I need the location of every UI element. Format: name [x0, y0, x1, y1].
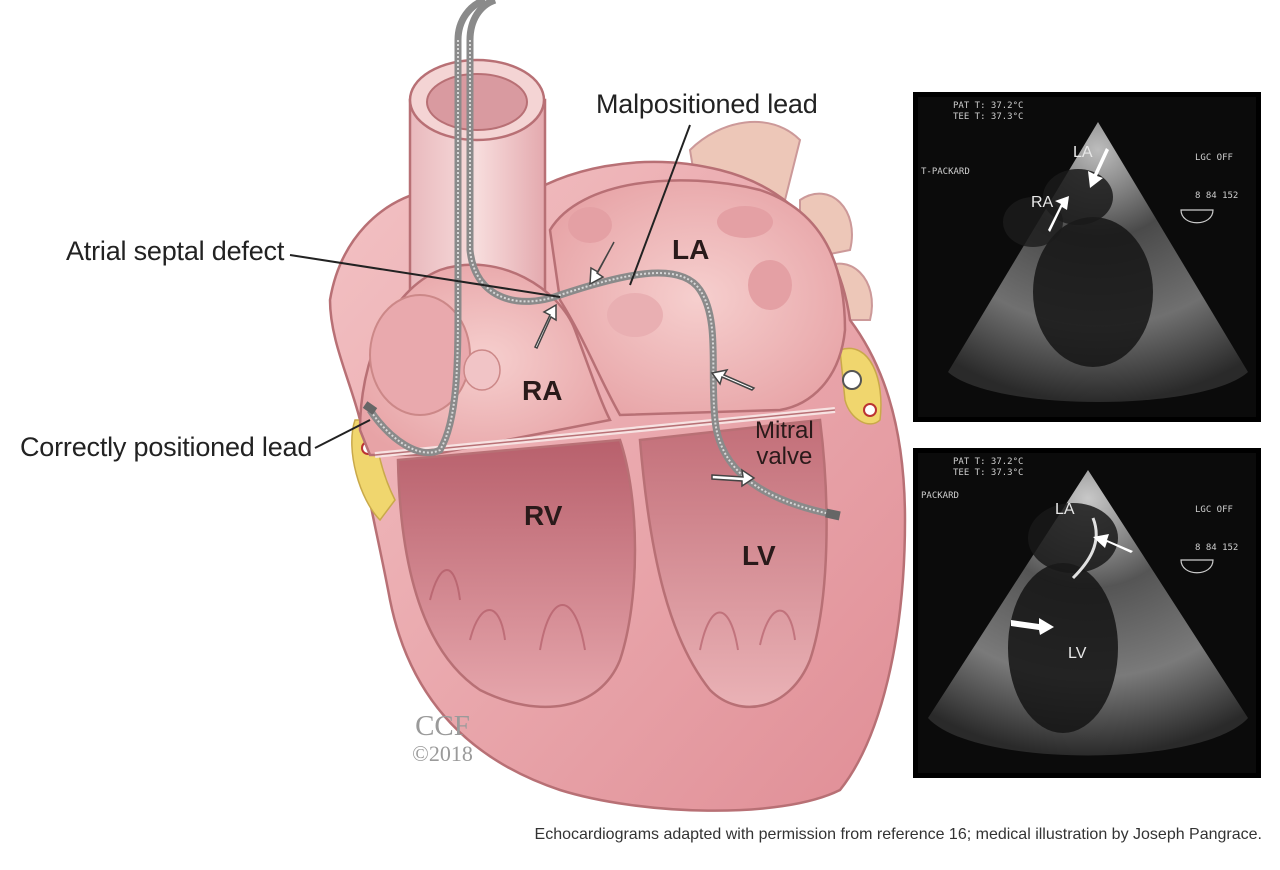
- leader-lines: [289, 124, 691, 449]
- echo-top-header2: TEE T: 37.3°C: [953, 112, 1023, 122]
- chamber-label-ra: RA: [522, 375, 563, 406]
- label-atrial-septal-defect: Atrial septal defect: [66, 236, 285, 266]
- echo-bottom-lgc: LGC OFF: [1195, 505, 1233, 515]
- left-atrium: [548, 179, 847, 417]
- ccf-year: ©2018: [412, 741, 473, 766]
- echo-bottom-la: LA: [1055, 501, 1075, 518]
- ccf-credit: CCF ©2018: [405, 710, 480, 766]
- mitral-line-1: Mitral: [755, 417, 814, 444]
- label-correctly-positioned-lead: Correctly positioned lead: [20, 432, 313, 462]
- echo-bottom-header2: TEE T: 37.3°C: [953, 468, 1023, 478]
- ccf-mark: CCF: [415, 710, 470, 742]
- chamber-label-la: LA: [672, 234, 710, 265]
- superior-vena-cava: [408, 58, 547, 316]
- echo-bottom: PAT T: 37.2°C TEE T: 37.3°C PACKARD LGC …: [913, 448, 1261, 778]
- indicator-arrows: [534, 241, 756, 488]
- heart-illustration: [289, 0, 907, 812]
- figure-caption: Echocardiograms adapted with permission …: [534, 826, 1262, 843]
- chamber-label-rv: RV: [524, 500, 563, 531]
- label-mitral-valve: Mitral valve: [755, 418, 814, 470]
- echo-bottom-depth: 8 84 152: [1195, 543, 1238, 553]
- malpositioned-lead: [454, 0, 841, 521]
- left-ventricle: [638, 418, 828, 709]
- echo-top-header1: PAT T: 37.2°C: [953, 101, 1023, 111]
- echo-top-depth: 8 84 152: [1195, 191, 1238, 201]
- echo-top-la: LA: [1073, 144, 1093, 161]
- echo-top: PAT T: 37.2°C TEE T: 37.3°C T-PACKARD LG…: [913, 92, 1261, 422]
- echo-top-lgc: LGC OFF: [1195, 153, 1233, 163]
- echo-bottom-header1: PAT T: 37.2°C: [953, 457, 1023, 467]
- echo-bottom-packard: PACKARD: [921, 491, 959, 501]
- right-ventricle: [396, 438, 637, 709]
- mitral-line-2: valve: [756, 443, 813, 470]
- echo-top-packard: T-PACKARD: [921, 167, 970, 177]
- correct-lead: [362, 40, 462, 457]
- label-malpositioned-lead: Malpositioned lead: [596, 89, 818, 119]
- echo-top-ra: RA: [1031, 194, 1054, 211]
- chamber-label-lv: LV: [742, 540, 776, 571]
- echo-bottom-lv: LV: [1068, 645, 1087, 662]
